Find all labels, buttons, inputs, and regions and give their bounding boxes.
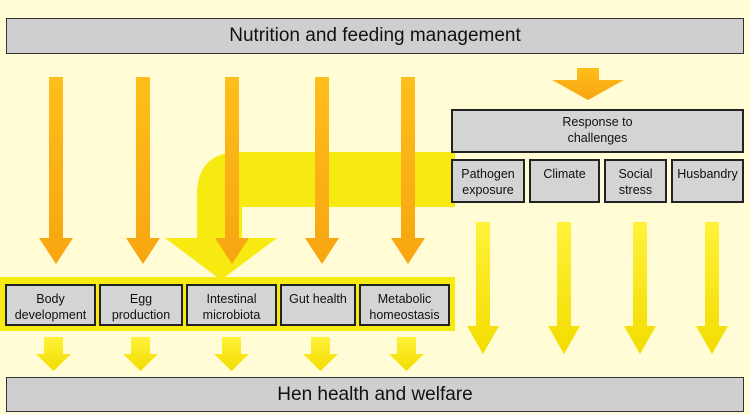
- challenge-social-box: Social stress: [604, 159, 667, 203]
- challenge-arrows: [467, 222, 728, 354]
- small-arrow-2: [123, 337, 158, 371]
- top-banner-label: Nutrition and feeding management: [229, 25, 521, 47]
- small-arrow-1: [36, 337, 71, 371]
- outcome-egg-label: Egg production: [111, 292, 171, 322]
- response-title-box: Response to challenges: [451, 109, 744, 153]
- orange-arrow-2: [126, 77, 160, 264]
- challenge-social-label: Social stress: [618, 167, 653, 197]
- orange-arrow-response: [552, 68, 624, 100]
- bottom-arrows: [36, 337, 424, 371]
- challenge-husbandry-box: Husbandry: [671, 159, 744, 203]
- outcome-microbiota-box: Intestinal microbiota: [186, 284, 277, 326]
- orange-arrows: [39, 68, 624, 264]
- outcome-gut-box: Gut health: [280, 284, 356, 326]
- response-title-label: Response to challenges: [562, 115, 633, 145]
- challenge-climate-box: Climate: [529, 159, 600, 203]
- challenge-husbandry-label: Husbandry: [677, 167, 738, 181]
- orange-arrow-4: [305, 77, 339, 264]
- challenge-climate-label: Climate: [543, 167, 586, 181]
- yellow-arrow-husbandry: [696, 222, 728, 354]
- yellow-arrow-climate: [548, 222, 580, 354]
- outcome-egg-box: Egg production: [99, 284, 183, 326]
- orange-arrow-5: [391, 77, 425, 264]
- top-banner: Nutrition and feeding management: [6, 18, 744, 54]
- yellow-arrow-social: [624, 222, 656, 354]
- outcome-metabolic-label: Metabolic homeostasis: [369, 292, 440, 322]
- yellow-arrow-pathogen: [467, 222, 499, 354]
- outcome-gut-label: Gut health: [289, 292, 347, 306]
- orange-arrow-1: [39, 77, 73, 264]
- bottom-banner: Hen health and welfare: [6, 377, 744, 412]
- outcome-body-box: Body development: [5, 284, 96, 326]
- small-arrow-5: [389, 337, 424, 371]
- orange-arrow-3: [215, 77, 249, 264]
- outcome-metabolic-box: Metabolic homeostasis: [359, 284, 450, 326]
- bottom-banner-label: Hen health and welfare: [277, 383, 473, 405]
- challenge-pathogen-box: Pathogen exposure: [451, 159, 525, 203]
- outcome-microbiota-label: Intestinal microbiota: [202, 292, 261, 322]
- small-arrow-4: [303, 337, 338, 371]
- small-arrow-3: [214, 337, 249, 371]
- challenge-pathogen-label: Pathogen exposure: [461, 167, 515, 197]
- outcome-body-label: Body development: [14, 292, 87, 322]
